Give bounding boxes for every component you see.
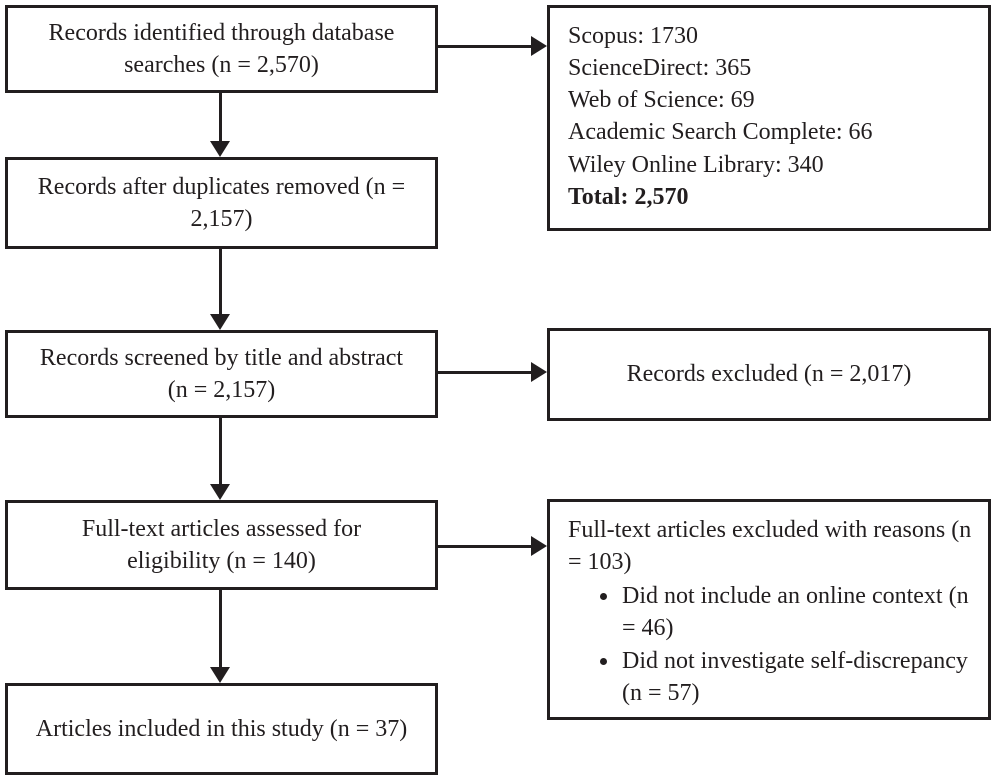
fulltext-excluded-bullet-self-discrepancy: Did not investigate self-discrepancy (n … [620, 645, 974, 709]
box-records-excluded: Records excluded (n = 2,017) [547, 328, 991, 421]
box-duplicates-removed-text: Records after duplicates removed (n = 2,… [37, 173, 406, 232]
arrow-right-icon [531, 362, 547, 382]
box-records-identified: Records identified through database sear… [5, 5, 438, 93]
fulltext-excluded-bullet-online-context: Did not include an online context (n = 4… [620, 580, 974, 644]
box-articles-included-text: Articles included in this study (n = 37) [35, 715, 408, 742]
arrow-right-icon [531, 536, 547, 556]
box-fulltext-assessed-text: Full-text articles assessed for eligibil… [81, 515, 362, 574]
arrow-down-icon [210, 484, 230, 500]
arrow-down-icon [210, 667, 230, 683]
fulltext-excluded-intro: Full-text articles excluded with reasons… [568, 517, 972, 576]
arrow-right-icon [531, 36, 547, 56]
box-fulltext-assessed: Full-text articles assessed for eligibil… [5, 500, 438, 590]
database-line-academic-search-complete: Academic Search Complete: 66 [568, 119, 873, 146]
database-total: Total: 2,570 [568, 183, 689, 210]
arrow-line [219, 93, 222, 143]
arrow-line [438, 371, 533, 374]
arrow-line [438, 545, 533, 548]
database-line-scopus: Scopus: 1730 [568, 23, 699, 49]
database-line-wiley: Wiley Online Library: 340 [568, 151, 824, 178]
database-line-sciencedirect: ScienceDirect: 365 [568, 55, 752, 82]
box-database-breakdown: Scopus: 1730 ScienceDirect: 365 Web of S… [547, 5, 991, 231]
box-fulltext-excluded: Full-text articles excluded with reasons… [547, 499, 991, 720]
box-records-excluded-text: Records excluded (n = 2,017) [626, 361, 912, 388]
box-duplicates-removed: Records after duplicates removed (n = 2,… [5, 157, 438, 249]
box-articles-included: Articles included in this study (n = 37) [5, 683, 438, 775]
arrow-line [219, 418, 222, 485]
arrow-down-icon [210, 141, 230, 157]
arrow-line [219, 249, 222, 315]
box-records-screened-text: Records screened by title and abstract (… [39, 344, 404, 403]
database-line-web-of-science: Web of Science: 69 [568, 87, 755, 114]
fulltext-excluded-bullet-list: Did not include an online context (n = 4… [568, 580, 974, 709]
arrow-down-icon [210, 314, 230, 330]
box-records-screened: Records screened by title and abstract (… [5, 330, 438, 418]
arrow-line [219, 590, 222, 668]
box-records-identified-text: Records identified through database sear… [48, 19, 395, 78]
arrow-line [438, 45, 533, 48]
